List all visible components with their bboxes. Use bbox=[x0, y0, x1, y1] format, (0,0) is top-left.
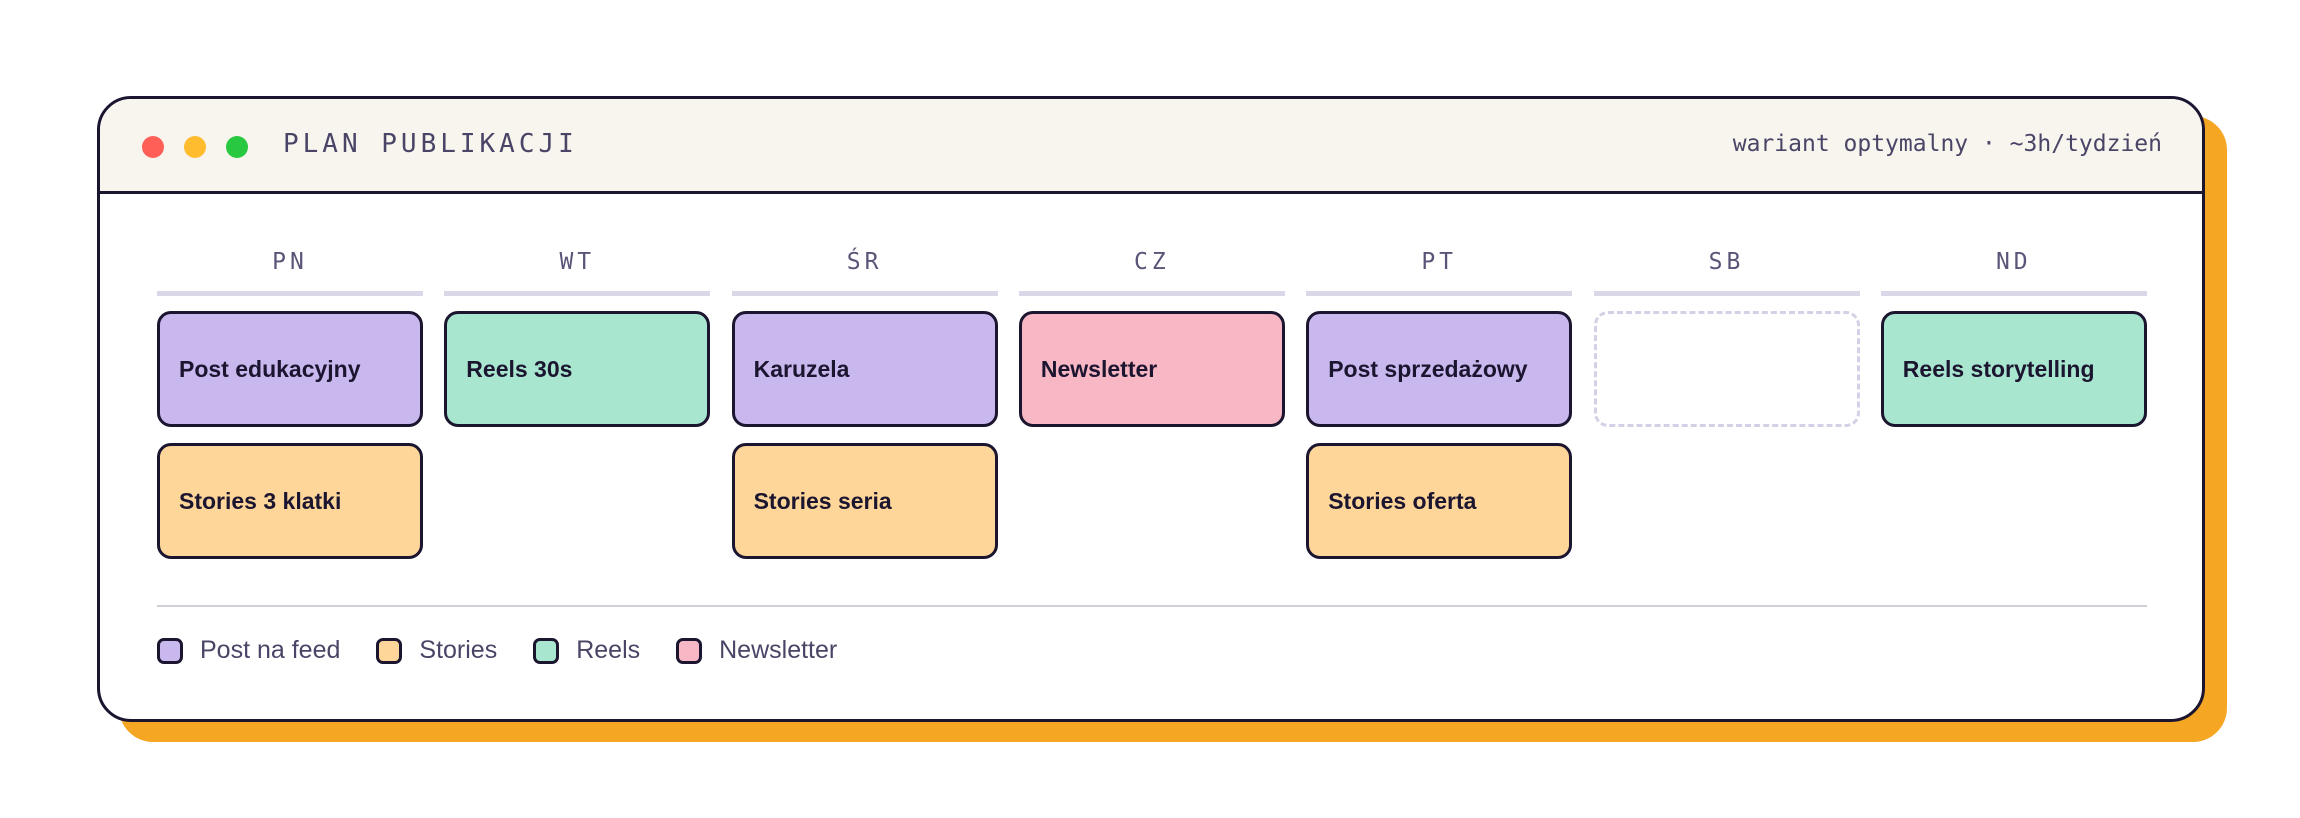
app-window: PLAN PUBLIKACJI wariant optymalny · ~3h/… bbox=[97, 96, 2205, 722]
empty-slot[interactable] bbox=[1593, 311, 1860, 427]
legend-label: Post na feed bbox=[200, 636, 341, 664]
day-column-sb: SB bbox=[1593, 244, 1860, 427]
legend-swatch bbox=[676, 637, 703, 664]
schedule-card[interactable]: Stories oferta bbox=[1306, 443, 1573, 559]
day-header: ŚR bbox=[731, 244, 998, 296]
day-header: WT bbox=[444, 244, 711, 296]
close-window-dot[interactable] bbox=[142, 136, 164, 158]
day-header: PN bbox=[157, 244, 423, 296]
day-header: CZ bbox=[1018, 244, 1285, 296]
legend-divider bbox=[157, 605, 2147, 607]
day-column-wt: WT Reels 30s bbox=[444, 244, 711, 427]
maximize-window-dot[interactable] bbox=[226, 136, 248, 158]
day-column-nd: ND Reels storytelling bbox=[1880, 244, 2147, 427]
schedule-card[interactable]: Stories seria bbox=[731, 443, 998, 559]
window-title: PLAN PUBLIKACJI bbox=[283, 129, 578, 159]
schedule-card[interactable]: Karuzela bbox=[731, 311, 998, 427]
window-subtitle: wariant optymalny · ~3h/tydzień bbox=[1732, 131, 2162, 157]
day-header: ND bbox=[1880, 244, 2147, 296]
legend-swatch bbox=[376, 637, 403, 664]
day-header: SB bbox=[1593, 244, 1860, 296]
minimize-window-dot[interactable] bbox=[184, 136, 206, 158]
title-bar: PLAN PUBLIKACJI wariant optymalny · ~3h/… bbox=[100, 99, 2202, 194]
day-header: PT bbox=[1306, 244, 1573, 296]
legend-item-reels: Reels bbox=[533, 636, 640, 665]
legend-swatch bbox=[157, 637, 183, 664]
schedule-card[interactable]: Post edukacyjny bbox=[157, 311, 423, 427]
day-column-cz: CZ Newsletter bbox=[1018, 244, 1285, 427]
schedule-card[interactable]: Post sprzedażowy bbox=[1306, 311, 1573, 427]
legend-label: Stories bbox=[419, 636, 498, 664]
legend-item-stories: Stories bbox=[376, 636, 497, 665]
schedule-card[interactable]: Stories 3 klatki bbox=[157, 443, 423, 559]
legend-label: Reels bbox=[576, 636, 641, 664]
legend-label: Newsletter bbox=[719, 636, 838, 664]
day-column-sr: ŚR Karuzela Stories seria bbox=[731, 244, 998, 559]
day-column-pn: PN Post edukacyjny Stories 3 klatki bbox=[157, 244, 423, 559]
schedule-card[interactable]: Newsletter bbox=[1018, 311, 1285, 427]
schedule-card[interactable]: Reels 30s bbox=[444, 311, 711, 427]
legend: Post na feed Stories Reels Newsletter bbox=[157, 636, 873, 665]
legend-swatch bbox=[533, 637, 560, 664]
day-column-pt: PT Post sprzedażowy Stories oferta bbox=[1306, 244, 1573, 559]
schedule-card[interactable]: Reels storytelling bbox=[1880, 311, 2147, 427]
legend-item-post: Post na feed bbox=[157, 636, 340, 665]
legend-item-newsletter: Newsletter bbox=[676, 636, 837, 665]
